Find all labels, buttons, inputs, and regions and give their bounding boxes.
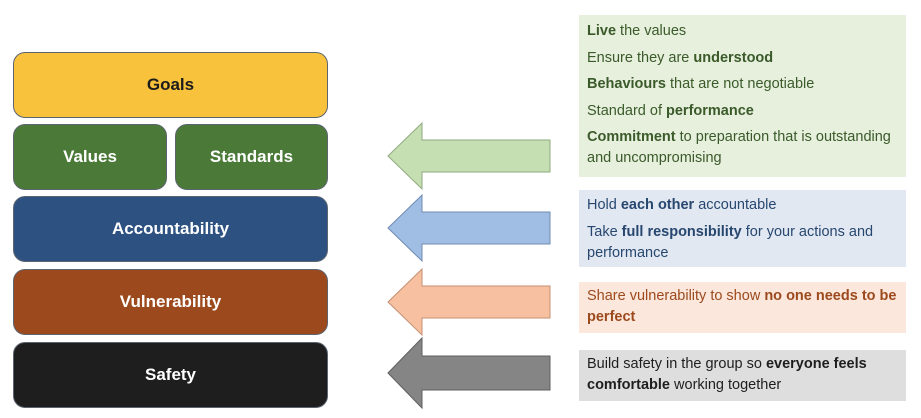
values-label: Values — [63, 147, 117, 166]
accountability-label: Accountability — [111, 219, 230, 238]
left-arrow-icon-values — [387, 121, 551, 191]
safety-line: Build safety in the group so everyone fe… — [587, 356, 867, 393]
values-line: Standard of performance — [587, 102, 754, 119]
accountability-description-box: Hold each other accountable Take full re… — [579, 190, 906, 267]
accountability-line: Take full responsibility for your action… — [587, 224, 874, 261]
vulnerability-label: Vulnerability — [119, 292, 222, 311]
values-line: Behaviours that are not negotiable — [587, 76, 815, 92]
vulnerability-block: Vulnerability — [13, 269, 328, 335]
vulnerability-description-box: Share vulnerability to show no one needs… — [579, 282, 906, 333]
goals-block: Goals — [13, 52, 328, 118]
left-arrow-icon-safety — [387, 336, 551, 410]
values-line: Ensure they are understood — [587, 49, 774, 66]
arrow-shape-safety — [387, 336, 551, 410]
values-description-box: Live the values Ensure they are understo… — [579, 15, 906, 177]
left-arrow-icon-accountability — [387, 193, 551, 263]
standards-label: Standards — [209, 147, 294, 166]
values-line: Live the values — [587, 23, 687, 39]
standards-block: Standards — [175, 124, 328, 190]
arrow-shape-values — [387, 121, 551, 191]
values-line: Commitment to preparation that is outsta… — [587, 129, 891, 166]
vulnerability-line: Share vulnerability to show no one needs… — [587, 288, 897, 325]
safety-label: Safety — [144, 365, 197, 384]
arrow-shape-vulnerability — [387, 267, 551, 337]
safety-block: Safety — [13, 342, 328, 408]
accountability-block: Accountability — [13, 196, 328, 262]
values-block: Values — [13, 124, 167, 190]
safety-description-box: Build safety in the group so everyone fe… — [579, 350, 906, 401]
arrow-shape-accountability — [387, 193, 551, 263]
goals-label: Goals — [146, 75, 195, 94]
left-arrow-icon-vulnerability — [387, 267, 551, 337]
accountability-line: Hold each other accountable — [587, 197, 777, 213]
